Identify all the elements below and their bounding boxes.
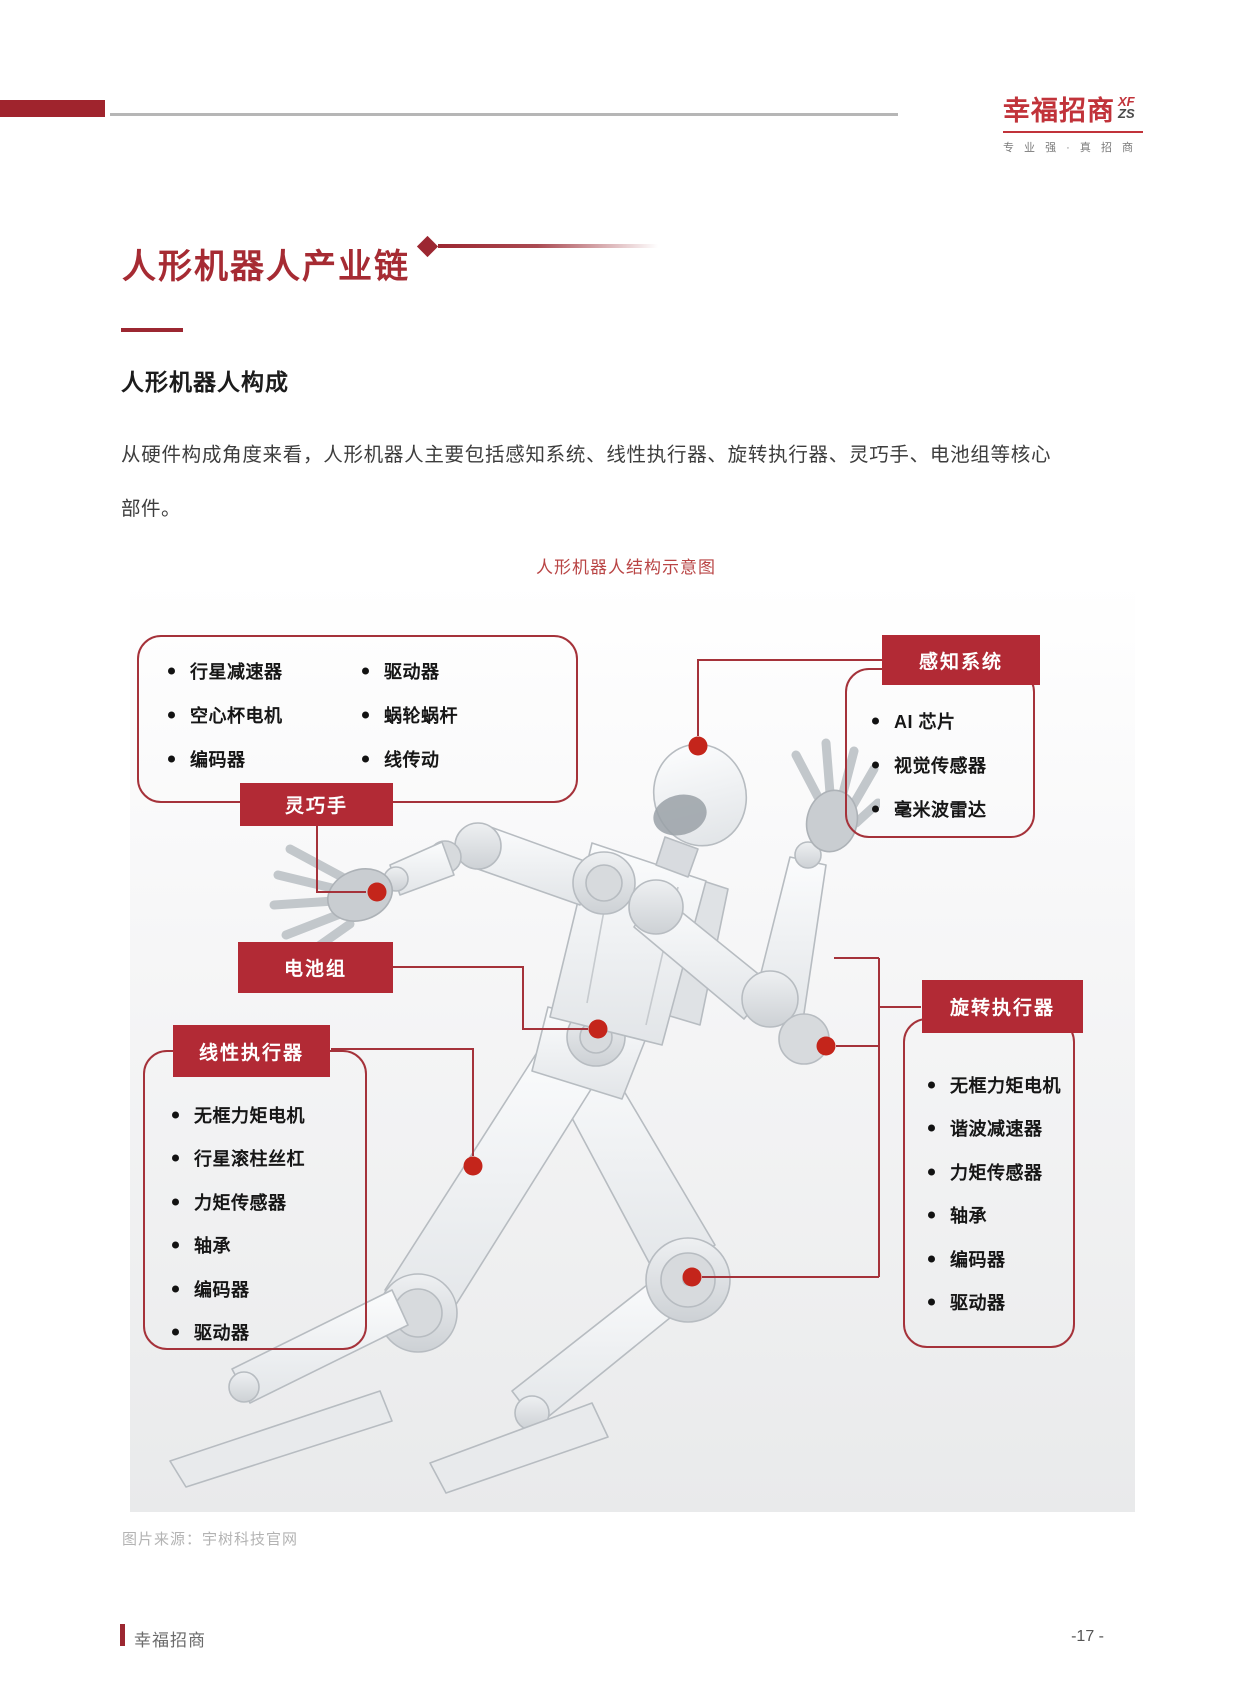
list-item: 力矩传感器 [165,1180,305,1224]
brand-logo-mark: XF ZS [1118,94,1135,121]
brand-logo: 幸福招商 XF ZS 专 业 强 · 真 招 商 [1003,94,1153,155]
footer-brand: 幸福招商 [134,1631,206,1650]
list-item: 驱动器 [921,1281,1061,1325]
list-item: 空心杯电机 [161,693,283,737]
list-item: 毫米波雷达 [865,787,987,831]
list-item: 行星减速器 [161,649,283,693]
list-item: 编码器 [161,737,283,781]
rotary-actuator-box: 无框力矩电机 谐波减速器 力矩传感器 轴承 编码器 驱动器 [903,1018,1075,1348]
list-item: 驱动器 [165,1311,305,1355]
brand-tagline: 专 业 强 · 真 招 商 [1003,142,1137,154]
section-rule [121,328,183,332]
list-item: 线传动 [355,737,458,781]
list-item: AI 芯片 [865,699,987,743]
title-fade-line [438,244,658,248]
list-item: 无框力矩电机 [921,1063,1061,1107]
list-item: 蜗轮蜗杆 [355,693,458,737]
label-battery: 电池组 [238,942,393,993]
page-title: 人形机器人产业链 [122,247,410,286]
dexterous-hand-items-col2: 驱动器 蜗轮蜗杆 线传动 [355,649,458,781]
top-red-bar [0,100,105,117]
perception-items: AI 芯片 视觉传感器 毫米波雷达 [865,699,987,831]
footer-brand-bar [120,1624,125,1646]
body-paragraph: 从硬件构成角度来看，人形机器人主要包括感知系统、线性执行器、旋转执行器、灵巧手、… [121,443,1051,520]
title-diamond-icon [416,235,439,258]
label-perception: 感知系统 [882,635,1040,685]
list-item: 谐波减速器 [921,1107,1061,1151]
header-divider [110,113,898,116]
list-item: 轴承 [921,1194,1061,1238]
list-item: 轴承 [165,1224,305,1268]
list-item: 编码器 [165,1267,305,1311]
list-item: 无框力矩电机 [165,1093,305,1137]
list-item: 编码器 [921,1237,1061,1281]
dexterous-hand-items-col1: 行星减速器 空心杯电机 编码器 [161,649,283,781]
perception-box: AI 芯片 视觉传感器 毫米波雷达 [845,668,1035,838]
label-linear-actuator: 线性执行器 [173,1025,330,1077]
linear-actuator-items: 无框力矩电机 行星滚柱丝杠 力矩传感器 轴承 编码器 驱动器 [165,1093,305,1354]
list-item: 力矩传感器 [921,1150,1061,1194]
label-dexterous-hand: 灵巧手 [240,783,393,826]
list-item: 视觉传感器 [865,743,987,787]
logo-underline [1003,131,1143,133]
brand-logo-text: 幸福招商 [1003,96,1115,126]
figure-title: 人形机器人结构示意图 [536,558,716,577]
linear-actuator-box: 无框力矩电机 行星滚柱丝杠 力矩传感器 轴承 编码器 驱动器 [143,1050,367,1350]
source-note: 图片来源：宇树科技官网 [122,1531,299,1548]
list-item: 行星滚柱丝杠 [165,1137,305,1181]
list-item: 驱动器 [355,649,458,693]
dexterous-hand-box: 行星减速器 空心杯电机 编码器 驱动器 蜗轮蜗杆 线传动 [137,635,578,803]
page-number: -17 - [1071,1628,1104,1645]
section-heading: 人形机器人构成 [121,369,289,396]
label-rotary-actuator: 旋转执行器 [922,980,1083,1033]
rotary-actuator-items: 无框力矩电机 谐波减速器 力矩传感器 轴承 编码器 驱动器 [921,1063,1061,1324]
